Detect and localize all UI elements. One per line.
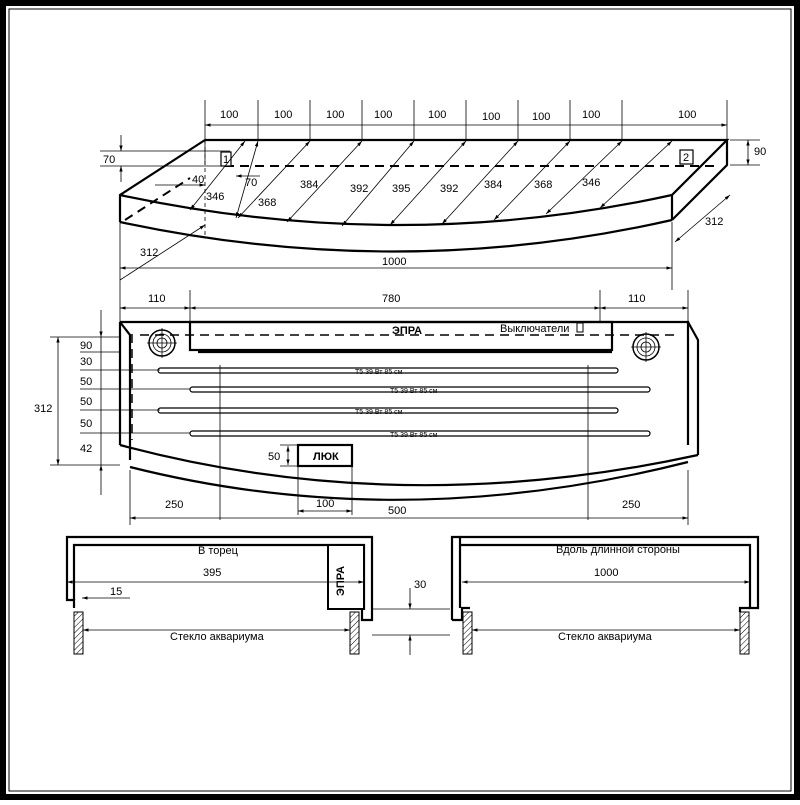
glass-right <box>739 611 750 655</box>
end-offset-dim: 15 <box>110 586 122 598</box>
bottom-right-dim: 250 <box>622 499 640 511</box>
switches-label: Выключатели <box>500 323 569 335</box>
depth-dim: 384 <box>300 179 318 191</box>
hatch-label: ЛЮК <box>313 451 339 463</box>
row-dim: 50 <box>80 396 92 408</box>
fan-right <box>631 332 661 362</box>
marker-2-box <box>679 149 694 165</box>
hatch-width-dim: 100 <box>316 498 334 510</box>
depth-dim: 392 <box>440 183 458 195</box>
length-dim: 1000 <box>382 256 406 268</box>
center-width-dim: 780 <box>382 293 400 305</box>
offset-40-dim: 40 <box>192 174 204 186</box>
long-section-title: Вдоль длинной стороны <box>556 544 680 556</box>
gap-dim-label: 30 <box>414 579 426 591</box>
row-dim: 50 <box>80 376 92 388</box>
right-margin-dim: 110 <box>628 293 646 305</box>
plan-front-curve-1 <box>119 443 699 487</box>
end-ballast-box <box>327 544 365 610</box>
plan-view: 110 780 110 ЭПРА Выключатели T5 39 Вт 85… <box>34 290 700 525</box>
height-right-dim: 90 <box>754 146 766 158</box>
depth-dim: 368 <box>534 179 552 191</box>
lamps: T5 39 Вт 85 см T5 39 Вт 85 см T5 39 Вт 8… <box>157 365 651 520</box>
depth-dim: 368 <box>258 197 276 209</box>
plan-front-curve-2 <box>129 460 689 501</box>
bottom-center-dim: 500 <box>388 505 406 517</box>
segment-dim: 100 <box>678 109 696 121</box>
segment-dim: 100 <box>582 109 600 121</box>
marker-2: 2 <box>683 152 689 164</box>
lamp-label: T5 39 Вт 85 см <box>390 432 438 439</box>
gap-dim: 30 <box>372 579 450 655</box>
switch-icon <box>576 322 584 333</box>
ballast-box <box>188 320 614 352</box>
left-margin-dim: 110 <box>148 293 166 305</box>
row-dim: 50 <box>80 418 92 430</box>
end-glass-label: Стекло аквариума <box>170 631 265 643</box>
depth-dim: 384 <box>484 179 502 191</box>
lamp-3 <box>157 407 619 414</box>
side-depth-right-dim: 312 <box>705 216 723 228</box>
segment-dim: 100 <box>374 109 392 121</box>
side-depth-left-dim: 312 <box>140 247 158 259</box>
offset-70-dim: 70 <box>245 177 257 189</box>
hatch-box <box>296 443 354 468</box>
long-width-dim: 1000 <box>594 567 618 579</box>
row-dim: 42 <box>80 443 92 455</box>
lid-front-bottom-curve <box>119 218 673 253</box>
lamp-4 <box>189 430 651 437</box>
depth-dim: 392 <box>350 183 368 195</box>
end-width-dim: 395 <box>203 567 221 579</box>
row-dim: 90 <box>80 340 92 352</box>
total-depth-dim: 312 <box>34 403 52 415</box>
lamp-2 <box>189 386 651 393</box>
long-glass-label: Стекло аквариума <box>558 631 653 643</box>
depth-dim: 395 <box>392 183 410 195</box>
lamp-label: T5 39 Вт 85 см <box>355 369 403 376</box>
lamp-1 <box>157 367 619 374</box>
depth-dim: 346 <box>206 191 224 203</box>
glass-right <box>349 611 360 655</box>
hatch-height-dim: 50 <box>268 451 280 463</box>
glass-left <box>462 611 473 655</box>
depth-dim: 346 <box>582 177 600 189</box>
inner-border <box>8 8 792 792</box>
segment-dim: 100 <box>326 109 344 121</box>
segment-dim: 100 <box>428 109 446 121</box>
depth-dim-lines <box>189 140 673 227</box>
lamp-label: T5 39 Вт 85 см <box>355 409 403 416</box>
segment-dim: 100 <box>482 111 500 123</box>
lid-top-back <box>205 138 730 221</box>
ballast-label: ЭПРА <box>392 325 422 337</box>
row-dim: 30 <box>80 356 92 368</box>
height-left-dim: 70 <box>103 154 115 166</box>
plan-outline <box>118 320 690 445</box>
segment-dim: 100 <box>274 109 292 121</box>
bottom-left-dim: 250 <box>165 499 183 511</box>
end-ballast-label: ЭПРА <box>335 566 347 596</box>
segment-dim: 100 <box>220 109 238 121</box>
glass-left <box>73 611 84 655</box>
end-section-outline <box>65 535 374 622</box>
section-end-view: ЭПРА В торец 395 15 Стекло аквариума <box>65 535 374 655</box>
segment-dim: 100 <box>532 111 550 123</box>
section-long-view: Вдоль длинной стороны 1000 Стекло аквари… <box>450 535 760 655</box>
lid-front-top-curve <box>119 193 673 227</box>
fan-left <box>147 328 177 358</box>
isometric-view: 100 100 100 100 100 100 100 100 100 1 2 <box>100 100 766 290</box>
lamp-label: T5 39 Вт 85 см <box>390 388 438 395</box>
end-section-title: В торец <box>198 545 239 557</box>
